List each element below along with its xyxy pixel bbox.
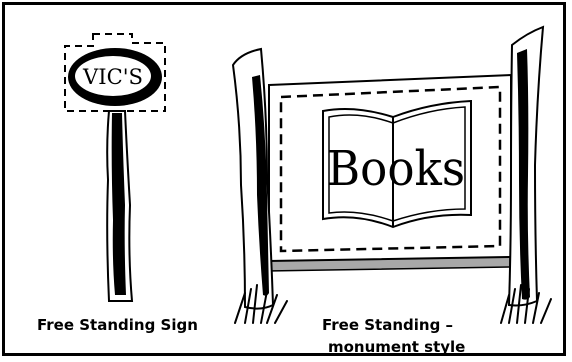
pole-sign-text: VIC'S [82,65,143,89]
caption-free-standing-sign: Free Standing Sign [37,314,198,336]
monument-sign: Books [233,27,551,323]
caption-monument-line1: Free Standing – [322,314,453,336]
pole-sign: VIC'S [65,34,165,301]
illustration-frame: VIC'S Books [2,2,566,356]
clipart-illustration: VIC'S Books [5,5,566,356]
caption-monument-line2: monument style [328,336,465,356]
monument-sign-text: Books [327,141,465,197]
book-graphic: Books [323,101,471,227]
